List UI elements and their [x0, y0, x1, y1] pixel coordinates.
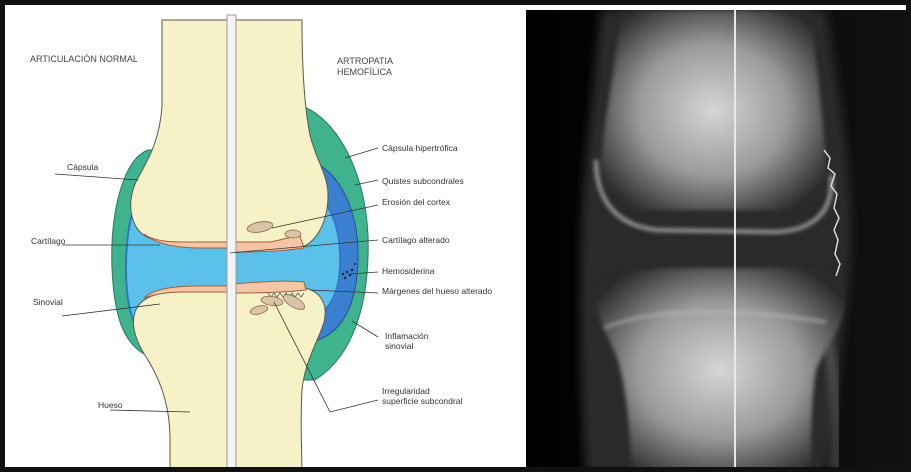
label-inflamacion-line2: sinovial	[385, 341, 413, 351]
hemophilic-joint	[232, 20, 368, 472]
label-irregularidad-line1: Irregularidad	[382, 386, 430, 396]
knee-xray-image	[526, 10, 911, 472]
label-irregularidad-line2: superficie subcondral	[382, 396, 462, 406]
hemophilic-title-line1: ARTROPATIA	[337, 56, 393, 67]
joint-space-right	[232, 254, 330, 283]
normal-joint-title: ARTICULACIÓN NORMAL	[30, 54, 138, 65]
label-capsula-hipertrofica: Cápsula hipertrófica	[382, 143, 458, 153]
xray-femur	[600, 10, 826, 210]
xray-tibia-plateau	[595, 268, 844, 472]
label-hueso: Hueso	[98, 400, 123, 410]
center-divider	[227, 15, 236, 472]
label-margenes-hueso: Márgenes del hueso alterado	[382, 286, 492, 296]
cartilage-lower-right	[232, 281, 306, 293]
femur-left	[131, 20, 240, 242]
xray-center-divider	[734, 10, 736, 472]
hemophilic-title-line2: HEMOFÍLICA	[337, 67, 392, 78]
label-quistes-subcondrales: Quistes subcondrales	[382, 176, 464, 186]
label-hemosiderina: Hemosiderina	[382, 266, 434, 276]
label-inflamacion-line1: Inflamación	[385, 331, 428, 341]
label-cartilago-alterado: Cartílago alterado	[382, 235, 450, 245]
label-sinovial: Sinovial	[33, 297, 63, 307]
xray-illustration	[526, 10, 911, 472]
tibia-left	[133, 292, 240, 472]
label-cartilago: Cartílago	[31, 236, 66, 246]
joint-diagram: ARTICULACIÓN NORMAL ARTROPATIA HEMOFÍLIC…	[10, 10, 525, 472]
label-capsula: Cápsula	[67, 162, 98, 172]
normal-joint	[112, 20, 240, 472]
label-erosion-cortex: Erosión del cortex	[382, 197, 450, 207]
